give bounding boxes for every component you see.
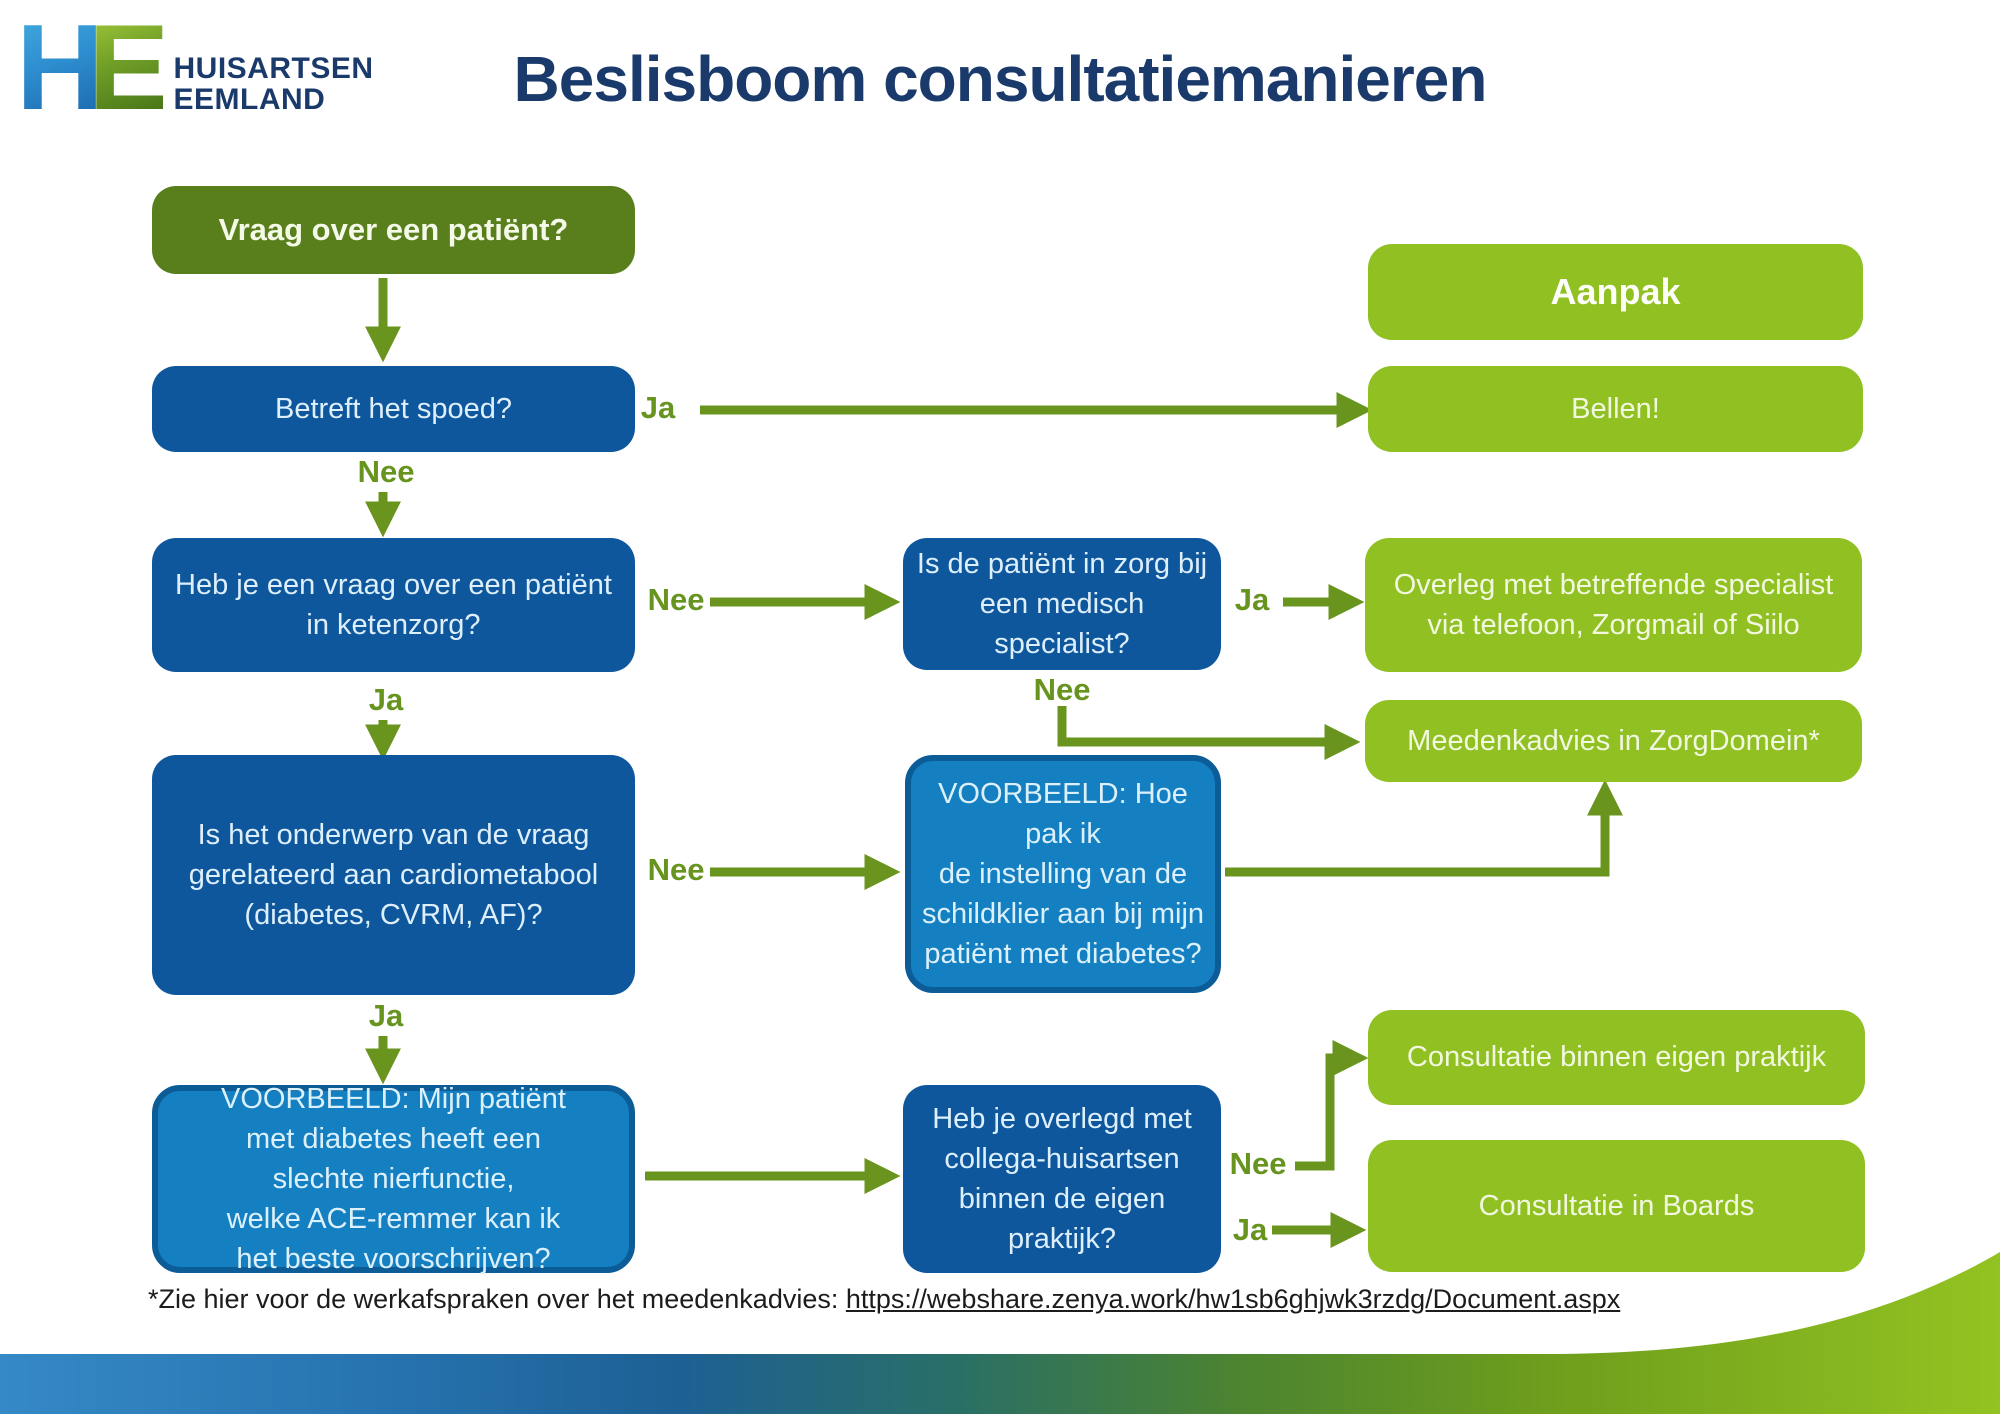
node-bellen: Bellen! — [1368, 366, 1863, 452]
edge-label-nee-cardio: Nee — [647, 852, 705, 887]
logo-letter-e: E — [88, 0, 169, 135]
edge-label-nee-specialist: Nee — [1033, 672, 1091, 707]
node-specialist: Is de patiënt in zorg bij een medisch sp… — [903, 538, 1221, 670]
node-aanpak: Aanpak — [1368, 244, 1863, 340]
node-cardio: Is het onderwerp van de vraag gerelateer… — [152, 755, 635, 995]
edge-label-ja-ketenzorg: Ja — [368, 682, 404, 717]
edge-label-ja-cardio: Ja — [368, 998, 404, 1033]
edge-label-ja-overlegd: Ja — [1232, 1212, 1268, 1247]
node-overleg-specialist: Overleg met betreffende specialist via t… — [1365, 538, 1862, 672]
page-title: Beslisboom consultatiemanieren — [513, 43, 1488, 115]
edge-label-ja-specialist: Ja — [1234, 582, 1270, 617]
footnote-text: *Zie hier voor de werkafspraken over het… — [148, 1284, 846, 1314]
node-voorbeeld-schildklier: VOORBEELD: Hoe pak ik de instelling van … — [905, 755, 1221, 993]
logo-line1: HUISARTSEN — [173, 51, 374, 85]
node-start: Vraag over een patiënt? — [152, 186, 635, 274]
edge-label-ja-spoed: Ja — [640, 390, 676, 425]
arrow-nee-consultatie-eigen — [1295, 1040, 1369, 1171]
edge-label-nee-spoed: Nee — [357, 454, 415, 489]
node-overlegd: Heb je overlegd met collega-huisartsen b… — [903, 1085, 1221, 1273]
footnote-link[interactable]: https://webshare.zenya.work/hw1sb6ghjwk3… — [845, 1284, 1621, 1314]
footer-wave — [0, 1252, 2000, 1414]
logo-text: HUISARTSEN EEMLAND — [173, 51, 374, 116]
arrow-schildklier-meedenkadvies — [1225, 779, 1623, 877]
edge-label-nee-overlegd: Nee — [1229, 1146, 1287, 1181]
node-consultatie-eigen: Consultatie binnen eigen praktijk — [1368, 1010, 1865, 1105]
footnote: *Zie hier voor de werkafspraken over het… — [148, 1284, 1620, 1315]
arrow-nee-meedenkadvies — [1057, 706, 1361, 760]
logo-letter-h: H — [16, 0, 104, 135]
node-meedenkadvies: Meedenkadvies in ZorgDomein* — [1365, 700, 1862, 782]
node-ketenzorg: Heb je een vraag over een patiënt in ket… — [152, 538, 635, 672]
node-voorbeeld-ace: VOORBEELD: Mijn patiënt met diabetes hee… — [152, 1083, 635, 1275]
logo-line2: EEMLAND — [173, 83, 326, 116]
node-consultatie-boards: Consultatie in Boards — [1368, 1140, 1865, 1272]
edge-label-nee-ketenzorg: Nee — [647, 582, 705, 617]
node-spoed: Betreft het spoed? — [152, 366, 635, 452]
